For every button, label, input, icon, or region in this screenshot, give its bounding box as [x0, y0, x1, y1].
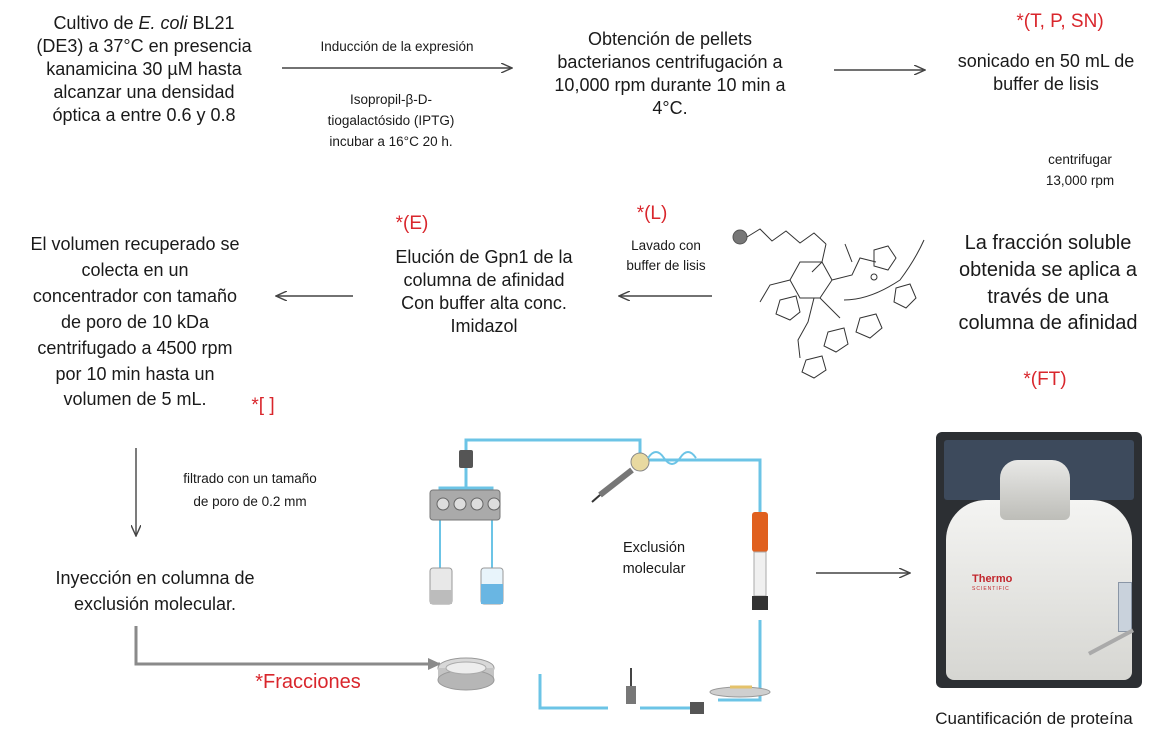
marker-ft: *(FT): [1023, 369, 1067, 390]
sec-label: Exclusión molecular: [622, 540, 686, 578]
step-sonication: sonicado en 50 mL de buffer de lisis: [957, 51, 1135, 95]
arrow-to-fractions: [134, 626, 441, 670]
marker-l: *(L): [636, 203, 668, 224]
affinity-resin-structure: [732, 228, 925, 379]
step-pellets: Obtención de pellets bacterianos centrif…: [554, 29, 786, 119]
wash-label: Lavado con buffer de lisis: [626, 238, 706, 274]
centrifuge-label: centrifugar 13,000 rpm: [1045, 152, 1115, 188]
step-culture: Cultivo de E. coli BL21 (DE3) a 37°C en …: [36, 13, 252, 126]
induction-label: Inducción de la expresión: [320, 39, 474, 54]
device-body: [946, 500, 1132, 680]
step-elution: Elución de Gpn1 de la columna de afinida…: [395, 247, 573, 337]
marker-e: *(E): [395, 213, 429, 234]
brand-logo: Thermo: [972, 573, 1013, 585]
marker-fractions: *Fracciones: [255, 671, 361, 693]
step-concentrator: El volumen recuperado se colecta en un c…: [30, 234, 240, 410]
quantification-label: Cuantificación de proteína: [935, 709, 1133, 728]
brand-sub: SCIENTIFIC: [972, 586, 1010, 592]
step-injection: Inyección en columna de exclusión molecu…: [55, 568, 255, 614]
marker-concentration: *[ ]: [251, 395, 275, 416]
marker-tpsn: *(T, P, SN): [1016, 11, 1104, 32]
spectrophotometer-image: Thermo SCIENTIFIC: [936, 432, 1142, 688]
filter-label: filtrado con un tamaño de poro de 0.2 mm: [183, 471, 317, 509]
iptg-label: Isopropil-β-D- tiogalactósido (IPTG) inc…: [327, 92, 455, 149]
device-arm: [1000, 460, 1070, 520]
sec-schematic: [429, 438, 771, 714]
step-soluble-fraction: La fracción soluble obtenida se aplica a…: [958, 232, 1138, 335]
cuvette: [1118, 582, 1132, 632]
